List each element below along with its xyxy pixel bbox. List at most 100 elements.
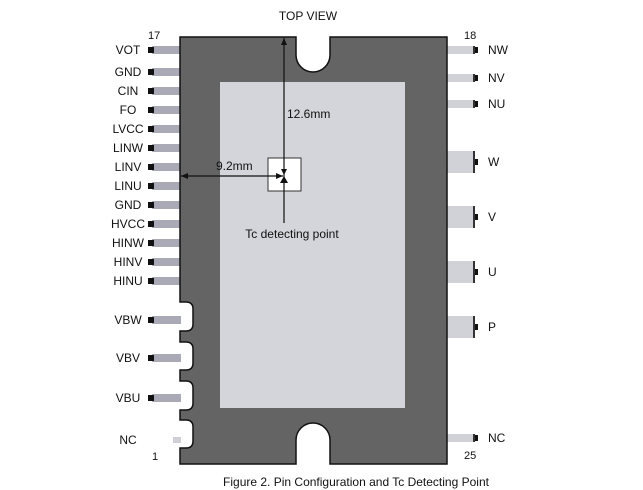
inner-window	[220, 82, 405, 408]
left-pin-label: LINV	[115, 160, 142, 174]
right-pin-tip	[475, 269, 478, 275]
left-pin-labels: VOT GND CIN FO LVCC LINW LINV LINU GND HVCC HINW HI…	[111, 43, 145, 447]
right-pin-tip	[475, 75, 478, 81]
right-pin-label: P	[488, 320, 496, 334]
left-pin-label: LINW	[113, 141, 144, 155]
right-pin-edge	[473, 100, 475, 108]
right-pin-lead	[447, 434, 474, 442]
left-pin-label: CIN	[118, 84, 139, 98]
arrow-right-icon	[276, 173, 283, 179]
left-pin-lead	[152, 46, 181, 54]
right-pin-edge	[473, 46, 475, 54]
pin-number-1: 1	[152, 451, 158, 463]
left-pin-label: HVCC	[111, 217, 145, 231]
figure-caption: Figure 2. Pin Configuration and Tc Detec…	[223, 475, 490, 489]
arrow-left-icon	[181, 173, 188, 179]
left-pin-lead	[152, 87, 181, 95]
left-pin-tip	[148, 126, 154, 132]
right-pin-edge	[473, 206, 475, 228]
top-view-title: TOP VIEW	[279, 9, 338, 23]
left-pin-leads	[148, 46, 181, 443]
left-pin-tip	[148, 395, 154, 401]
left-pin-tip	[148, 278, 154, 284]
right-pin-edge	[473, 434, 475, 442]
left-pin-lead	[152, 277, 181, 285]
right-pin-tip	[475, 214, 478, 220]
left-pin-label: HINW	[112, 236, 145, 250]
left-pin-tip	[148, 202, 154, 208]
left-pin-label: GND	[115, 65, 142, 79]
left-pin-tip	[148, 164, 154, 170]
left-pin-lead	[152, 354, 181, 362]
left-pin-label: VBU	[116, 391, 141, 405]
left-pin-tip	[148, 240, 154, 246]
right-pin-tip	[475, 435, 478, 441]
left-pin-lead	[152, 68, 181, 76]
tc-point-marker-icon	[280, 176, 288, 183]
right-pin-label: NC	[488, 431, 506, 445]
left-pin-tip	[148, 259, 154, 265]
pin-number-25: 25	[464, 450, 476, 462]
left-pin-lead	[152, 394, 181, 402]
pin-number-18: 18	[464, 30, 476, 42]
arrow-up-icon	[281, 38, 287, 45]
left-pin-lead	[152, 144, 181, 152]
right-pin-label: NW	[488, 43, 509, 57]
left-pin-label: FO	[120, 103, 137, 117]
left-pin-lead	[152, 106, 181, 114]
left-pin-lead	[152, 316, 181, 324]
right-pin-lead	[447, 206, 474, 228]
left-pin-tip	[148, 183, 154, 189]
right-pin-lead	[447, 261, 474, 283]
left-pin-label: LVCC	[112, 122, 143, 136]
right-pin-leads	[447, 46, 478, 442]
left-pin-lead	[152, 163, 181, 171]
left-pin-label: VOT	[116, 43, 141, 57]
tc-point-label: Tc detecting point	[245, 227, 339, 241]
right-pin-lead	[447, 100, 474, 108]
left-pin-tip	[148, 317, 154, 323]
right-pin-tip	[475, 101, 478, 107]
left-pin-lead	[152, 239, 181, 247]
left-pin-label: NC	[119, 433, 137, 447]
right-pin-label: W	[488, 155, 500, 169]
right-pin-lead	[447, 316, 474, 338]
left-pin-tip	[148, 88, 154, 94]
right-pin-lead	[447, 74, 474, 82]
horizontal-dimension-label: 9.2mm	[216, 159, 253, 173]
vertical-dimension-label: 12.6mm	[287, 107, 330, 121]
left-pin-lead	[152, 125, 181, 133]
left-pin-label: VBV	[116, 351, 140, 365]
right-pin-lead	[447, 46, 474, 54]
left-pin-label: LINU	[114, 179, 141, 193]
left-pin-label: GND	[115, 198, 142, 212]
left-pin-lead	[152, 220, 181, 228]
left-pin-lead	[152, 258, 181, 266]
left-pin-label: VBW	[114, 313, 142, 327]
right-pin-tip	[475, 159, 478, 165]
right-pin-label: NV	[488, 71, 505, 85]
left-pin-tip	[148, 47, 154, 53]
right-pin-edge	[473, 151, 475, 173]
right-pin-tip	[475, 324, 478, 330]
left-pin-label: HINU	[113, 274, 142, 288]
right-pin-edge	[473, 261, 475, 283]
arrow-down-icon	[281, 169, 287, 175]
right-pin-edge	[473, 316, 475, 338]
left-pin-label: HINV	[114, 255, 143, 269]
left-pin-tip	[148, 355, 154, 361]
left-pin-tip	[148, 69, 154, 75]
left-pin-tip	[148, 221, 154, 227]
right-pin-lead	[447, 151, 474, 173]
left-pin-tip	[148, 145, 154, 151]
right-pin-tip	[475, 47, 478, 53]
right-pin-label: NU	[488, 97, 505, 111]
left-pin-lead	[152, 182, 181, 190]
left-pin-lead	[152, 201, 181, 209]
right-pin-label: V	[488, 210, 496, 224]
left-pin-lead	[173, 437, 181, 443]
pin-number-17: 17	[148, 30, 160, 42]
left-pin-tip	[148, 107, 154, 113]
